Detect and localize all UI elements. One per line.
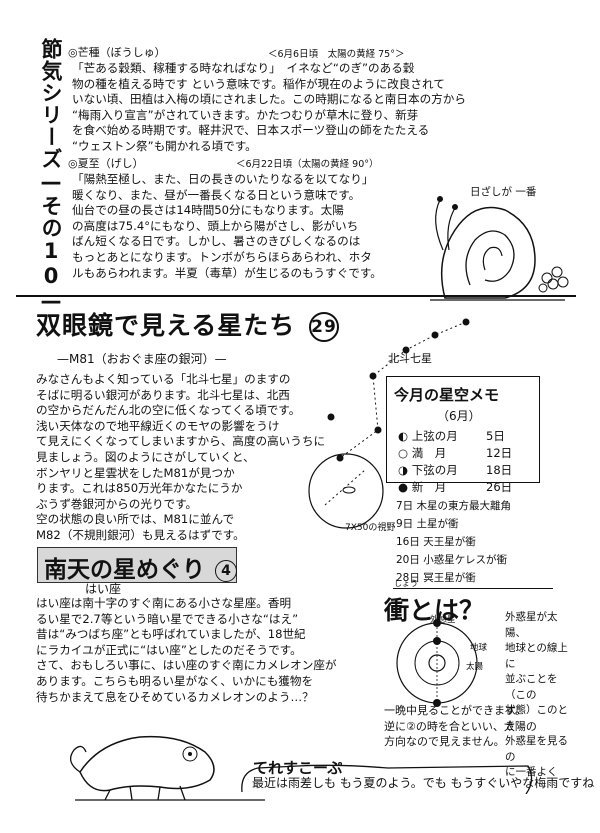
- text-line: の空からだんだん北の空に低くなってくる頃です。: [36, 403, 301, 418]
- text-line: みなさんもよく知っている「北斗七星」のますの: [36, 372, 291, 386]
- big-dipper-diagram: [327, 318, 470, 462]
- text-line: 地球との線上に: [505, 642, 568, 670]
- moon-phase-row: ○ 満 月 12日: [398, 446, 513, 460]
- text-line: て見えにくくなってしまいますから、高度の高いうちに: [36, 434, 326, 449]
- text-line: 空の状態の良い所では、M81に並んで: [36, 512, 235, 527]
- text-line: 浅い天体なので地平線近くのモヤの影響をうけ: [36, 418, 280, 433]
- moon-phase-list: ◐ 上弦の月 5日 ○ 満 月 12日 ◑ 下弦の月 18日 ● 新 月 26日: [398, 428, 538, 496]
- text-line: 逆に②の時を合といい、太陽の: [384, 719, 537, 733]
- south-body: はい座は南十字のすぐ南にある小さな星座。香明 るい星で2.7等という暗い星ででき…: [36, 596, 374, 705]
- boshu-body: 「芒ある穀類、稼種する時なればなり」 イネなど“のぎ”のある穀 物の種を植える時…: [72, 61, 577, 155]
- text-line: 待ちかまえて息をひそめているカメレオンのよう…？: [36, 689, 314, 704]
- binocular-number: 29: [308, 312, 339, 342]
- geshi-heading: ◎夏至（げし）: [68, 157, 144, 170]
- tenzu-title: てれすこーぷ: [253, 759, 343, 777]
- text-line: もっとあとになります。トンボがちらほらあらわれ、ホタ: [72, 249, 372, 264]
- text-line: ルもあらわれます。半夏（毒草）が生じるのもうすぐです。: [72, 265, 382, 280]
- event-row: 28日 冥王星が衝: [396, 572, 476, 584]
- label-outer-planet: 外惑星: [430, 615, 456, 625]
- boshu-heading: ◎芒種（ぼうしゅ）: [68, 46, 166, 59]
- text-line: 「芒ある穀類、稼種する時なればなり」 イネなど“のぎ”のある穀: [72, 61, 415, 75]
- south-title-box: [37, 547, 237, 583]
- text-line: 物の種を植える時です という意味です。稲作が現在のように改良されて: [72, 76, 445, 91]
- full-moon-icon: ○: [398, 446, 409, 460]
- geshi-side-label: 日ざしが 一番: [470, 186, 537, 198]
- binocular-view-circle: [308, 453, 384, 529]
- memo-underline: [393, 588, 553, 589]
- binocular-title-text: 双眼鏡で見える星たち: [36, 311, 296, 340]
- geshi-date: ＜6月22日頃（太陽の黄経 90°）: [236, 159, 379, 170]
- south-number: 4: [215, 559, 238, 582]
- opposition-diagram: [396, 619, 478, 707]
- text-line: るい星で2.7等という暗い星でできる小さな“はえ”: [36, 611, 299, 626]
- label-earth: 地球: [470, 643, 488, 653]
- text-line: にラカイユが正式に“はい座”としたのだそうです。: [36, 642, 302, 657]
- text-line: 仙台での昼の長さは14時間50分にもなります。太陽: [72, 203, 344, 218]
- text-line: ぶうず巻銀河からの光りです。: [36, 496, 198, 511]
- text-line: 方向なので見えません。: [384, 735, 505, 749]
- text-line: ボンヤリと星雲状をしたM81が見つか: [36, 465, 235, 480]
- geshi-body: 「陽熱至極し、また、日の長きのいたりなるを以てなり」 暖くなり、また、昼が一番長…: [72, 172, 422, 281]
- shou-side-text: 外惑星が太陽、 地球との線上に 並ぶことを（この 状態）このとき 外惑星を見るの…: [505, 610, 577, 781]
- text-line: の高度は75.4°にもなり、頭上から陽がさし、影がいち: [72, 218, 359, 233]
- text-line: 一晩中見ることができます。: [384, 704, 526, 717]
- snail-illustration: [430, 196, 569, 301]
- shou-ruby: しょう: [394, 579, 418, 588]
- event-row: 20日 小惑星ケレスが衝: [396, 554, 507, 566]
- series-title: 節気シリーズ—その10—: [39, 38, 63, 314]
- text-line: 見ましょう。図のようにさがしていくと、: [36, 449, 255, 464]
- shou-title: 衝とは？: [384, 596, 485, 625]
- text-line: ばん短くなる日です。しかし、暑さのきびしくなるのは: [72, 234, 361, 249]
- last-quarter-moon-icon: ◑: [398, 463, 409, 477]
- text-line: 外惑星が太陽、: [505, 611, 558, 639]
- binocular-subtitle: —M81（おおぐま座の銀河）—: [57, 352, 227, 366]
- text-line: M82（不規則銀河）も見えるはずです。: [36, 527, 245, 542]
- moon-phase-row: ● 新 月 26日: [398, 480, 513, 494]
- text-line: 状態）このとき: [505, 704, 568, 732]
- event-row: 16日 天王星が衝: [396, 536, 476, 548]
- text-line: 外惑星を見るの: [505, 735, 568, 763]
- new-moon-icon: ●: [398, 480, 409, 494]
- shou-bottom-text: 一晩中見ることができます。 逆に②の時を合といい、太陽の 方向なので見えません。: [384, 703, 580, 750]
- memo-title: 今月の星空メモ: [394, 386, 500, 404]
- tenzu-frame: [241, 764, 533, 794]
- event-list: 7日 木星の東方最大離角 9日 土星が衝 16日 天王星が衝 20日 小惑星ケレ…: [396, 497, 566, 587]
- text-line: 昔は“みつばち座”とも呼ばれていましたが、18世紀: [36, 627, 306, 642]
- chameleon-illustration: [70, 735, 265, 801]
- text-line: はい座は南十字のすぐ南にある小さな星座。香明: [36, 596, 292, 610]
- south-title-text: 南天の星めぐり: [44, 557, 205, 583]
- south-subtitle: はい座: [85, 582, 122, 596]
- section-divider: [16, 295, 576, 297]
- label-sun: 太陽: [466, 662, 484, 672]
- memo-box: [386, 376, 540, 483]
- event-row: 9日 土星が衝: [396, 518, 459, 530]
- text-line: 並ぶことを（この: [505, 673, 558, 701]
- text-line: 「陽熱至極し、また、日の長きのいたりなるを以てなり」: [72, 172, 374, 186]
- moon-phase-row: ◐ 上弦の月 5日: [398, 429, 505, 443]
- text-line: ります。これは850万光年かなたにうか: [36, 481, 243, 496]
- moon-phase-row: ◑ 下弦の月 18日: [398, 463, 513, 477]
- text-line: “梅雨入り宣言”がされていきます。かたつむりが草木に登り、新芽: [72, 107, 419, 122]
- text-line: “ウェストン祭”も開かれる頃です。: [72, 138, 257, 153]
- text-line: を食べ始める時期です。軽井沢で、日本スポーツ登山の師をたたえる: [72, 123, 430, 138]
- text-line: さて、おもしろい事に、はい座のすぐ南にカメレオン座が: [36, 658, 337, 673]
- first-quarter-moon-icon: ◐: [398, 429, 409, 443]
- view-field-label: 7X50の視野: [345, 523, 396, 533]
- memo-month: （6月）: [437, 409, 481, 423]
- boshu-date: ＜6月6日頃 太陽の黄経 75°＞: [268, 49, 405, 60]
- text-line: そばに明るい銀河があります。北斗七星は、北西: [36, 387, 290, 402]
- text-line: いない頃、田植は入梅の頃にされました。この時期になると南日本の方から: [72, 92, 466, 107]
- text-line: あります。こちらも明るい星がなく、いかにも獲物を: [36, 673, 314, 688]
- binocular-body: みなさんもよく知っている「北斗七星」のますの そばに明るい銀河があります。北斗七…: [36, 372, 368, 544]
- binocular-title: 双眼鏡で見える星たち 29: [36, 306, 339, 342]
- event-row: 7日 木星の東方最大離角: [396, 500, 512, 512]
- text-line: 暖くなり、また、昼が一番長くなる日という意味です。: [72, 187, 361, 202]
- south-title: 南天の星めぐり 4: [44, 550, 238, 584]
- tenzu-body: 最近は雨差しも もう夏のよう。でも もうすぐいやな梅雨ですね: [252, 776, 595, 790]
